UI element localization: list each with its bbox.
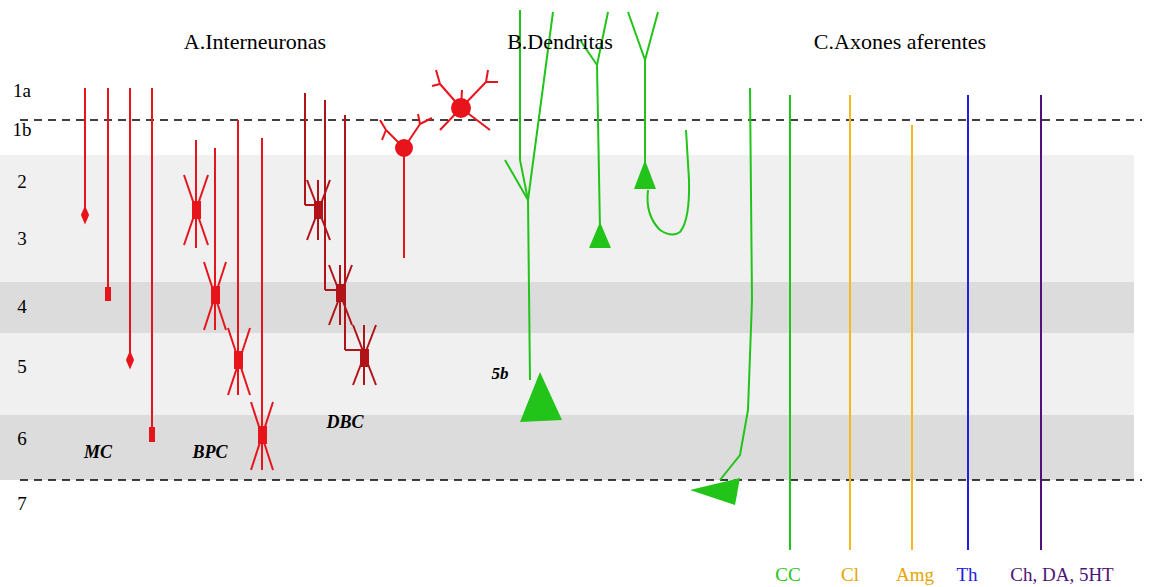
layer-number: 1b: [13, 120, 32, 139]
section-title: A.Interneuronas: [184, 31, 326, 53]
layer-band: [0, 333, 1134, 415]
axon-source-label: CC: [775, 565, 800, 584]
layer-number: 1a: [13, 81, 31, 100]
cell-type-label: MC: [84, 443, 112, 461]
layer-band: [0, 282, 1134, 333]
cell-type-label: DBC: [326, 413, 363, 431]
layer-number: 6: [17, 429, 27, 448]
section-title: C.Axones aferentes: [814, 31, 986, 53]
layer-number: 5: [17, 357, 27, 376]
martinotti-cells: [82, 88, 154, 441]
layer-number: 3: [17, 229, 27, 248]
layer-boundary: [20, 479, 1142, 481]
axon-source-label: Cl: [841, 565, 859, 584]
layer1-interneurons: [380, 70, 498, 258]
axon-source-label: Amg: [896, 565, 934, 584]
axon-source-label: Th: [956, 565, 977, 584]
layer-band: [0, 155, 1134, 282]
layer-boundary: [20, 119, 1142, 121]
cell-type-label: BPC: [192, 443, 227, 461]
axon-source-label: Ch, DA, 5HT: [1010, 565, 1113, 584]
layer-number: 4: [17, 297, 27, 316]
section-title: B.Dendritas: [507, 31, 613, 53]
afferent-axons: [850, 95, 1041, 550]
pyramidal-dendrites: [505, 10, 790, 550]
layer-band: [0, 415, 1134, 480]
bipolar-cells: [184, 120, 273, 470]
layer-number: 7: [17, 494, 27, 513]
layer-number: 2: [17, 172, 27, 191]
double-bouquet-cells: [305, 93, 376, 385]
layer-sublabel: 5b: [492, 365, 509, 382]
pyramidal-somata: [520, 160, 740, 505]
